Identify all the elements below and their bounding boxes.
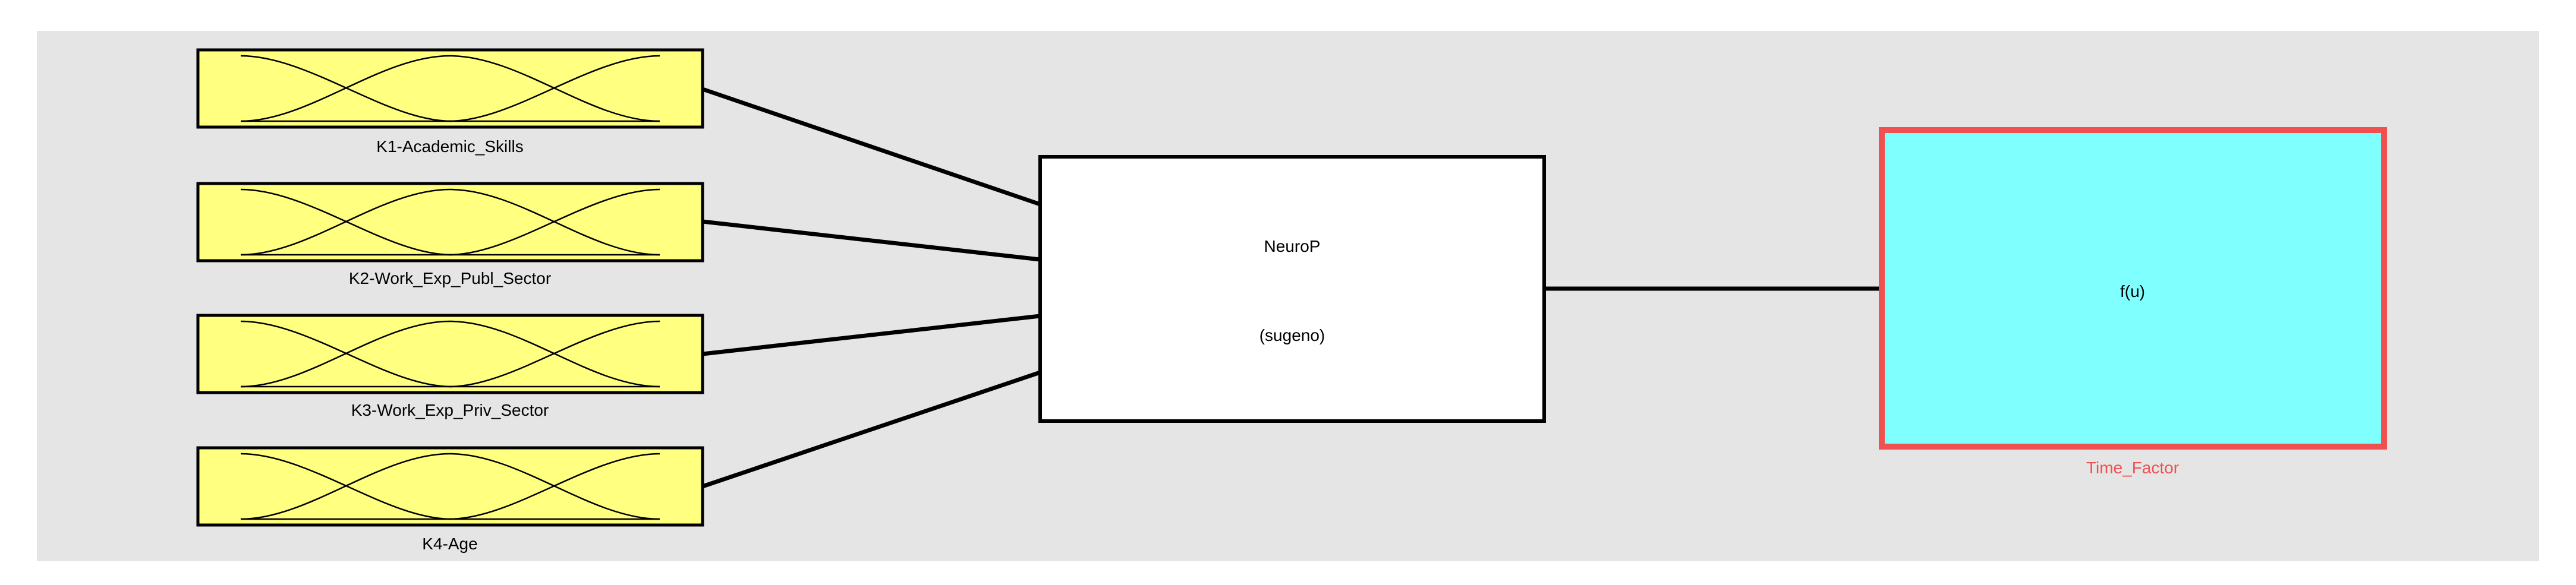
membership-functions-icon — [240, 320, 660, 388]
input-variable-1[interactable]: K1-Academic_Skills — [196, 48, 704, 156]
output-box[interactable] — [1879, 127, 2387, 450]
rule-block[interactable]: NeuroP (sugeno) — [1038, 155, 1546, 423]
connection-input-4 — [701, 370, 1041, 489]
rule-block-name: NeuroP — [1264, 237, 1321, 255]
input-box[interactable] — [196, 446, 704, 527]
input-box[interactable] — [196, 314, 704, 394]
input-variable-2[interactable]: K2-Work_Exp_Publ_Sector — [196, 182, 704, 287]
membership-functions-icon — [240, 453, 660, 520]
connections — [701, 87, 1882, 489]
membership-functions-icon — [240, 55, 660, 122]
output-label: Time_Factor — [2086, 458, 2179, 477]
rule-block-type: (sugeno) — [1259, 326, 1325, 344]
rule-box[interactable] — [1038, 155, 1546, 423]
input-box[interactable] — [196, 48, 704, 129]
membership-functions-icon — [240, 188, 660, 256]
output-variable[interactable]: f(u) Time_Factor — [1879, 127, 2387, 477]
input-variable-4[interactable]: K4-Age — [196, 446, 704, 553]
input-variable-3[interactable]: K3-Work_Exp_Priv_Sector — [196, 314, 704, 419]
input-label: K2-Work_Exp_Publ_Sector — [349, 269, 551, 287]
input-label: K4-Age — [422, 535, 477, 553]
connection-input-1 — [701, 87, 1041, 207]
output-function: f(u) — [2120, 282, 2145, 301]
input-label: K3-Work_Exp_Priv_Sector — [351, 401, 549, 419]
input-label: K1-Academic_Skills — [376, 137, 523, 156]
input-box[interactable] — [196, 182, 704, 263]
connection-input-3 — [702, 314, 1041, 356]
connection-input-2 — [702, 219, 1041, 262]
